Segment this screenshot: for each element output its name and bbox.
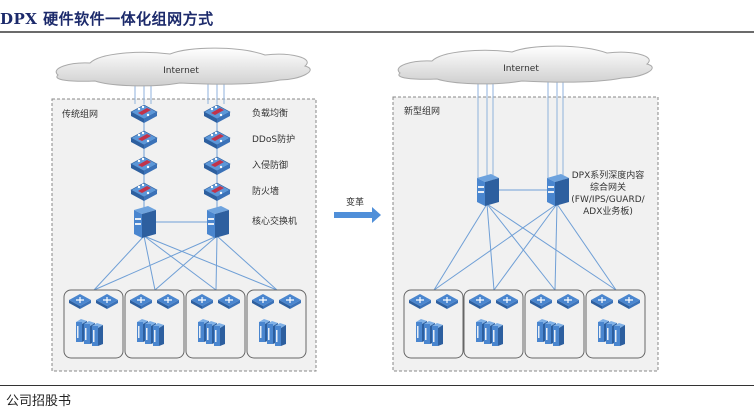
right-uplinks xyxy=(477,80,564,180)
transition-label: 变革 xyxy=(346,196,364,208)
gateway-access-link xyxy=(486,203,495,291)
router-icon xyxy=(557,294,579,309)
traditional-zone-label: 传统组网 xyxy=(62,108,98,120)
gateway-label-line-3: (FW/IPS/GUARD/ xyxy=(571,195,645,205)
new-zone-label: 新型组网 xyxy=(404,105,440,117)
right-internet-label: Internet xyxy=(503,64,539,74)
security-appliance-icon xyxy=(130,182,158,201)
gateway-access-link xyxy=(556,203,617,291)
core-access-link xyxy=(216,235,278,291)
router-icon xyxy=(218,294,240,309)
layer-label-5: 核心交换机 xyxy=(252,215,297,227)
right-access-group-1 xyxy=(403,289,464,359)
router-icon xyxy=(279,294,301,309)
server-cluster-icon xyxy=(598,319,625,346)
gateway-access-link xyxy=(486,203,556,291)
router-icon xyxy=(436,294,458,309)
left-internet-cloud: Internet xyxy=(55,47,311,87)
layer-label-3: 入侵防御 xyxy=(252,159,288,171)
left-internet-label: Internet xyxy=(163,66,199,76)
router-icon xyxy=(530,294,552,309)
gateway-access-link xyxy=(486,203,617,291)
server-cluster-icon xyxy=(537,319,564,346)
security-appliance-icon xyxy=(130,104,158,123)
router-icon xyxy=(69,294,91,309)
left-device-stacks xyxy=(93,104,278,291)
gateway-access-link xyxy=(433,203,488,291)
layer-label-1: 负载均衡 xyxy=(252,107,288,119)
core-switch-icon xyxy=(207,206,229,238)
left-access-group-4 xyxy=(246,289,307,359)
gateway-label: DPX系列深度内容 综合网关 (FW/IPS/GUARD/ ADX业务板) xyxy=(571,169,645,217)
server-cluster-icon xyxy=(259,319,286,346)
router-icon xyxy=(618,294,640,309)
left-access-group-3 xyxy=(185,289,246,359)
router-icon xyxy=(591,294,613,309)
router-icon xyxy=(252,294,274,309)
server-cluster-icon xyxy=(76,319,103,346)
right-access-groups xyxy=(403,289,646,359)
core-access-link xyxy=(143,235,217,291)
server-cluster-icon xyxy=(416,319,443,346)
right-arrow-icon xyxy=(334,207,381,223)
security-appliance-icon xyxy=(130,130,158,149)
core-switch-icon xyxy=(134,206,156,238)
gateway-label-line-2: 综合网关 xyxy=(590,181,626,193)
router-icon xyxy=(130,294,152,309)
gateway-access-link xyxy=(433,203,558,291)
left-access-groups xyxy=(63,289,307,359)
header-rule xyxy=(0,31,754,33)
core-access-link xyxy=(215,235,218,291)
left-access-group-1 xyxy=(63,289,124,359)
gateway-label-line-1: DPX系列深度内容 xyxy=(572,169,645,181)
router-icon xyxy=(409,294,431,309)
security-appliance-icon xyxy=(203,130,231,149)
core-access-link xyxy=(143,235,156,291)
core-access-link xyxy=(93,235,218,291)
transition-arrow: 变革 xyxy=(334,196,381,223)
figure-title: DPX 硬件软件一体化组网方式 xyxy=(0,10,214,28)
security-appliance-icon xyxy=(203,182,231,201)
right-access-group-4 xyxy=(585,289,646,359)
right-internet-cloud: Internet xyxy=(397,45,653,85)
layer-label-4: 防火墙 xyxy=(252,185,279,197)
router-icon xyxy=(96,294,118,309)
dpx-gateway-icon xyxy=(547,174,569,206)
right-gateways xyxy=(433,174,617,291)
right-access-group-3 xyxy=(524,289,585,359)
source-note: 公司招股书 xyxy=(6,394,72,409)
left-access-group-2 xyxy=(124,289,185,359)
gateway-access-link xyxy=(554,203,558,291)
core-access-link xyxy=(143,235,278,291)
router-icon xyxy=(469,294,491,309)
security-appliance-icon xyxy=(203,104,231,123)
server-cluster-icon xyxy=(137,319,164,346)
layer-label-2: DDoS防护 xyxy=(252,133,295,145)
router-icon xyxy=(191,294,213,309)
dpx-gateway-icon xyxy=(477,174,499,206)
right-access-group-2 xyxy=(463,289,524,359)
gateway-label-line-4: ADX业务板) xyxy=(583,205,633,217)
router-icon xyxy=(496,294,518,309)
security-appliance-icon xyxy=(130,156,158,175)
core-access-link xyxy=(154,235,218,291)
server-cluster-icon xyxy=(476,319,503,346)
footer-rule xyxy=(0,385,754,386)
gateway-access-link xyxy=(493,203,558,291)
core-access-link xyxy=(93,235,145,291)
router-icon xyxy=(157,294,179,309)
security-appliance-icon xyxy=(203,156,231,175)
server-cluster-icon xyxy=(198,319,225,346)
